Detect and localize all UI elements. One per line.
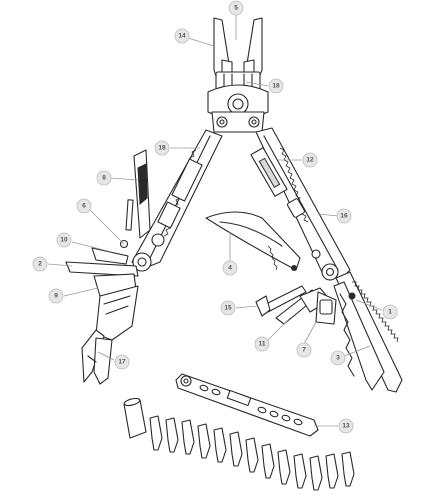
svg-text:5: 5 [234,5,238,12]
bit-3 [181,419,195,455]
callouts: 5 14 18 18 12 8 6 16 [32,0,398,434]
callout-2: 2 [32,256,48,272]
svg-text:17: 17 [118,359,126,366]
callout-1: 1 [382,304,398,320]
svg-text:18: 18 [158,145,166,152]
bit-8 [261,443,275,479]
svg-text:8: 8 [102,175,106,182]
svg-text:2: 2 [38,261,42,268]
callout-7: 7 [296,342,312,358]
callout-17: 17 [114,354,130,370]
left-handle [119,129,223,272]
svg-text:11: 11 [259,341,266,348]
plier-jaws [207,17,269,133]
svg-text:14: 14 [178,33,186,40]
svg-text:3: 3 [336,355,340,362]
callout-10: 10 [56,232,72,248]
callout-8: 8 [96,170,112,186]
leader-lines [47,12,383,427]
bit-4 [197,423,211,459]
bit-10 [293,453,307,489]
bit-holder-bar [175,373,319,437]
svg-text:9: 9 [54,293,58,300]
svg-text:10: 10 [60,237,68,244]
svg-text:13: 13 [342,423,350,430]
callout-13: 13 [338,418,354,434]
svg-text:18: 18 [272,83,280,90]
svg-text:7: 7 [302,347,306,354]
bit-socket [123,397,147,439]
callout-12: 12 [302,152,318,168]
bit-1 [149,415,163,451]
bit-7 [245,437,259,473]
bit-12 [325,453,339,489]
bit-5 [213,427,227,463]
file-tool [125,149,151,239]
svg-text:6: 6 [82,203,86,210]
callout-6: 6 [76,198,92,214]
callout-4: 4 [222,260,238,276]
callout-16-right: 16 [336,208,352,224]
bit-2 [165,417,179,453]
callout-14: 14 [174,28,190,44]
callout-11: 11 [254,336,270,352]
svg-text:16: 16 [340,213,348,220]
callout-18: 18 [154,140,170,156]
right-handle [250,127,351,281]
bit-6 [229,431,243,467]
bit-13 [341,451,355,487]
right-lower-tools [255,285,337,325]
callout-9: 9 [48,288,64,304]
bit-11 [309,455,323,491]
bit-9 [277,449,291,485]
svg-text:4: 4 [228,265,232,272]
bit-set [123,397,355,491]
knife-blade [205,211,301,271]
left-lower-tools [65,247,139,385]
svg-text:1: 1 [388,309,392,316]
callout-19: 18 [268,78,284,94]
saw-blade [333,271,403,393]
callout-5: 5 [228,0,244,16]
callout-3: 3 [330,350,346,366]
svg-text:15: 15 [224,305,232,312]
callout-15: 15 [220,300,236,316]
svg-text:12: 12 [306,157,314,164]
